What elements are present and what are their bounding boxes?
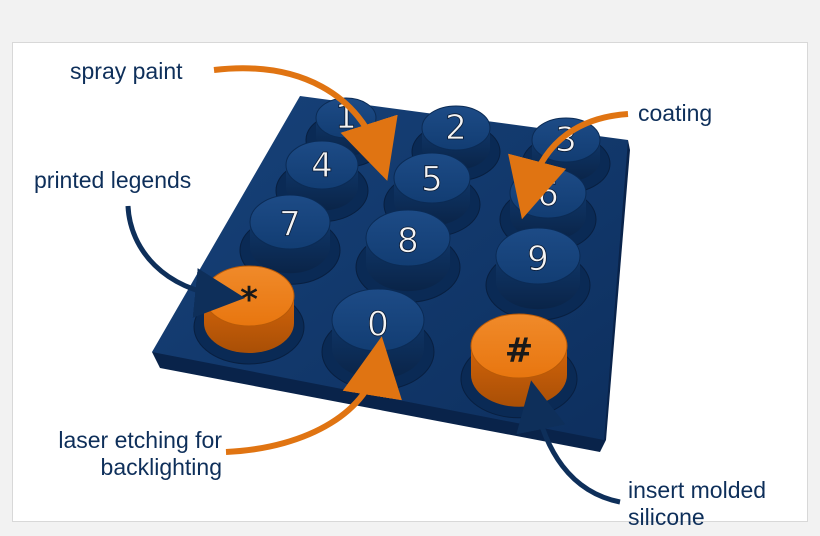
key-cap	[495, 227, 581, 285]
label-spray-paint: spray paint	[70, 58, 183, 84]
key-k7[interactable]: 7	[239, 194, 341, 285]
callout-arrows	[125, 65, 629, 505]
key-hash[interactable]: #	[460, 313, 578, 419]
key-cap	[365, 209, 451, 267]
key-star[interactable]: *	[193, 265, 305, 365]
label-laser-etching-line2: backlighting	[100, 454, 222, 480]
label-coating: coating	[638, 100, 713, 126]
arrow-insert-molded	[516, 380, 621, 505]
key-cap	[470, 313, 568, 379]
key-cap	[249, 194, 331, 250]
key-legend: 2	[445, 108, 467, 148]
arrow-laser-etching	[225, 336, 402, 455]
label-insert-molded-line2: silicone	[628, 504, 705, 530]
key-legend: #	[505, 331, 534, 371]
key-k2[interactable]: 2	[411, 105, 501, 182]
arrow-printed-legends	[125, 205, 245, 318]
key-legend: *	[240, 280, 258, 320]
key-legend: 5	[421, 160, 443, 200]
label-insert-molded: insert molded silicone	[628, 477, 766, 531]
key-k9[interactable]: 9	[485, 227, 591, 321]
key-legend: 7	[279, 205, 301, 245]
arrow-coating	[508, 111, 629, 220]
key-legend: 4	[311, 146, 333, 186]
key-legend: 9	[527, 239, 549, 279]
key-legend: 6	[537, 175, 559, 215]
label-printed-legends: printed legends	[34, 167, 192, 193]
key-legend: 0	[367, 305, 389, 345]
key-k8[interactable]: 8	[355, 209, 461, 303]
label-insert-molded-line1: insert molded	[628, 477, 767, 503]
arrow-spray-paint	[213, 65, 398, 181]
key-k0[interactable]: 0	[321, 288, 435, 391]
label-laser-etching-line1: laser etching for	[58, 427, 222, 453]
key-cap	[421, 105, 491, 151]
label-laser-etching: laser etching for backlighting	[22, 427, 222, 481]
key-legend: 8	[397, 221, 419, 261]
